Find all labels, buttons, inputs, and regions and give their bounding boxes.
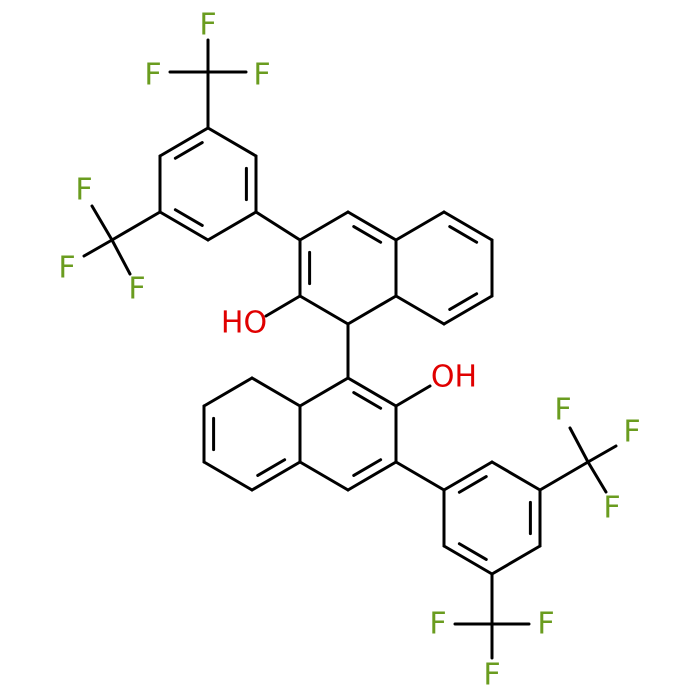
lower-naphthalene-right-ring-bond: [346, 460, 398, 492]
lower-naphthalene-left-ring-bond: [202, 460, 254, 492]
fluorine-label: F: [537, 607, 554, 642]
aryl-link-bond-lower: [394, 460, 446, 492]
fluorine-label: F: [623, 415, 640, 450]
upper-naphthalene-right-ring-bond: [394, 294, 446, 326]
hydroxyl-bond-lower: [394, 384, 432, 408]
carbon-fluorine-bond: [110, 238, 132, 276]
lower-naphthalene-right-ring-double-bond: [352, 458, 383, 477]
upper-naphthalene-left-ring-double-bond: [352, 225, 383, 244]
upper-naphthalene-right-ring-bond: [442, 294, 494, 326]
bonds: [82, 38, 618, 660]
carbon-fluorine-bond: [568, 426, 590, 464]
upper-naphthalene-right-ring-bond: [394, 210, 446, 242]
fluorine-label: F: [603, 491, 620, 526]
upper-naphthalene-right-ring-double-bond: [448, 225, 479, 244]
lower-naphthalene-left-ring-double-bond: [256, 458, 287, 477]
lower-naphthalene-left-ring-bond: [250, 376, 302, 408]
upper-aryl-ring-bond: [158, 126, 210, 158]
lower-naphthalene-right-ring-bond: [298, 376, 350, 408]
upper-aryl-ring-bond: [158, 210, 210, 242]
hydroxyl-label-lower: OH: [431, 360, 477, 395]
upper-naphthalene-left-ring-bond: [346, 210, 398, 242]
upper-aryl-ring-bond: [206, 126, 258, 158]
fluorine-label: F: [199, 8, 216, 43]
lower-naphthalene-left-ring-bond: [202, 376, 254, 408]
carbon-fluorine-bond: [586, 444, 618, 464]
hydroxyl-label-upper: HO: [221, 306, 267, 341]
aryl-link-bond-upper: [254, 210, 302, 242]
fluorine-label: F: [429, 607, 446, 642]
fluorine-label: F: [554, 393, 571, 428]
upper-naphthalene-left-ring-bond: [346, 294, 398, 326]
fluorine-label: F: [144, 58, 161, 93]
lower-naphthalene-left-ring-bond: [250, 460, 302, 492]
lower-aryl-ring-double-bond: [457, 542, 488, 561]
lower-aryl-ring-bond: [490, 544, 542, 576]
lower-aryl-ring-double-bond: [457, 475, 488, 494]
fluorine-label: F: [128, 272, 145, 307]
hydroxyl-bond-upper: [264, 294, 302, 318]
lower-aryl-ring-bond: [442, 544, 494, 576]
lower-aryl-ring-bond: [490, 460, 542, 492]
lower-naphthalene-right-ring-double-bond: [352, 391, 383, 410]
fluorine-label: F: [483, 658, 500, 693]
carbon-fluorine-bond: [82, 238, 114, 258]
lower-naphthalene-right-ring-bond: [298, 460, 350, 492]
upper-naphthalene-right-ring-double-bond: [448, 292, 479, 311]
fluorine-label: F: [75, 173, 92, 208]
lower-naphthalene-right-ring-bond: [346, 376, 398, 408]
upper-aryl-ring-double-bond: [173, 208, 204, 227]
carbon-fluorine-bond: [90, 204, 114, 242]
cf3-carbon-bond: [110, 210, 162, 242]
fluorine-label: F: [58, 251, 75, 286]
lower-aryl-ring-bond: [442, 460, 494, 492]
fluorine-label: F: [253, 58, 270, 93]
upper-aryl-ring-double-bond: [173, 141, 204, 160]
upper-naphthalene-left-ring-bond: [298, 294, 350, 326]
cf3-carbon-bond: [538, 460, 590, 492]
upper-aryl-ring-bond: [206, 210, 258, 242]
upper-naphthalene-left-ring-bond: [298, 210, 350, 242]
carbon-fluorine-bond: [586, 460, 608, 494]
upper-naphthalene-right-ring-bond: [442, 210, 494, 242]
